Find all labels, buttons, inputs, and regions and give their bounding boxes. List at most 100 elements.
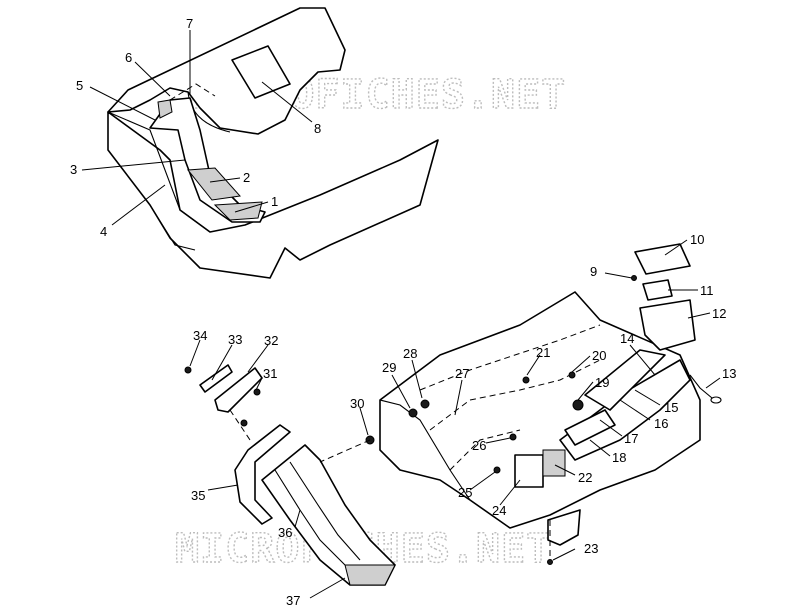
leader-9 bbox=[604, 272, 633, 279]
leader-15 bbox=[634, 389, 661, 406]
housing-12 bbox=[639, 299, 696, 351]
leader-29 bbox=[391, 374, 411, 409]
hinge-plate-22 bbox=[542, 449, 566, 477]
callout-5: 5 bbox=[76, 78, 83, 93]
decal-5 bbox=[157, 99, 173, 119]
pin-23 bbox=[547, 559, 553, 565]
leader-33 bbox=[211, 344, 233, 381]
screw-25 bbox=[493, 466, 501, 474]
leader-16 bbox=[619, 399, 651, 421]
callout-leaders bbox=[81, 30, 721, 599]
callout-10: 10 bbox=[690, 232, 704, 247]
screw-21 bbox=[522, 376, 530, 384]
hood-top-panel bbox=[107, 7, 346, 135]
callout-16: 16 bbox=[654, 416, 668, 431]
screw-34 bbox=[184, 366, 192, 374]
callout-1: 1 bbox=[271, 194, 278, 209]
leader-14 bbox=[629, 344, 656, 376]
callout-8: 8 bbox=[314, 121, 321, 136]
leader-24 bbox=[499, 479, 521, 506]
callout-27: 27 bbox=[455, 366, 469, 381]
bracket-32 bbox=[214, 367, 263, 413]
callout-37: 37 bbox=[286, 593, 300, 607]
rear-body-hidden-lines bbox=[419, 324, 601, 471]
screw-31b bbox=[240, 419, 248, 427]
leader-35 bbox=[207, 484, 239, 491]
callout-11: 11 bbox=[700, 283, 714, 298]
callout-28: 28 bbox=[403, 346, 417, 361]
leader-37 bbox=[309, 577, 346, 599]
screw-20 bbox=[568, 371, 576, 379]
guard-ridge-2 bbox=[289, 461, 361, 561]
callout-19: 19 bbox=[595, 375, 609, 390]
callout-29: 29 bbox=[382, 360, 396, 375]
leader-34 bbox=[189, 339, 201, 367]
callout-25: 25 bbox=[458, 485, 472, 500]
leader-21 bbox=[526, 354, 541, 376]
callout-26: 26 bbox=[472, 438, 486, 453]
fastener-28 bbox=[420, 399, 430, 409]
strip-33 bbox=[199, 364, 233, 393]
leader-20 bbox=[571, 355, 591, 373]
tip-37 bbox=[344, 564, 396, 586]
lens-10 bbox=[634, 243, 691, 275]
leader-2 bbox=[209, 177, 241, 183]
leader-12 bbox=[687, 312, 711, 319]
leader-1 bbox=[234, 201, 269, 213]
bumper-35 bbox=[234, 424, 291, 525]
callout-15: 15 bbox=[664, 400, 678, 415]
callout-2: 2 bbox=[243, 170, 250, 185]
callout-18: 18 bbox=[612, 450, 626, 465]
guard-ridge bbox=[274, 469, 346, 566]
leader-32 bbox=[247, 344, 269, 373]
callout-24: 24 bbox=[492, 503, 506, 518]
leader-26 bbox=[485, 437, 511, 444]
rear-flap bbox=[547, 509, 581, 546]
gasket-11 bbox=[642, 279, 673, 301]
leader-25 bbox=[469, 471, 496, 491]
callout-3: 3 bbox=[70, 162, 77, 177]
fastener-29 bbox=[408, 408, 418, 418]
decal-8 bbox=[231, 45, 291, 99]
callout-14: 14 bbox=[620, 331, 634, 346]
callout-7: 7 bbox=[186, 16, 193, 31]
hood-lower-edge bbox=[149, 204, 196, 251]
leader-22 bbox=[554, 464, 576, 476]
seat-support-17 bbox=[584, 349, 666, 411]
leader-27 bbox=[454, 379, 463, 416]
leader-5 bbox=[89, 86, 156, 121]
leader-28 bbox=[411, 359, 423, 399]
hood-windshield-edge bbox=[187, 91, 231, 133]
callout-33: 33 bbox=[228, 332, 242, 347]
callout-20: 20 bbox=[592, 348, 606, 363]
rear-body-assembly bbox=[365, 291, 722, 565]
clip-19 bbox=[572, 399, 584, 411]
callout-12: 12 bbox=[712, 306, 726, 321]
leader-31 bbox=[255, 377, 263, 391]
callout-9: 9 bbox=[590, 264, 597, 279]
leader-8 bbox=[261, 81, 313, 123]
callout-31: 31 bbox=[263, 366, 277, 381]
screw-31a bbox=[253, 388, 261, 396]
callout-6: 6 bbox=[125, 50, 132, 65]
rear-body bbox=[379, 291, 701, 529]
assembly-dash-lines bbox=[229, 409, 551, 560]
leader-19 bbox=[577, 381, 594, 401]
pad-18 bbox=[564, 409, 616, 446]
leader-13 bbox=[705, 377, 721, 389]
cable-13 bbox=[689, 374, 713, 399]
leader-23 bbox=[552, 548, 576, 561]
cable-13-eye bbox=[710, 396, 722, 404]
leader-3 bbox=[81, 159, 186, 171]
callout-36: 36 bbox=[278, 525, 292, 540]
callout-4: 4 bbox=[100, 224, 107, 239]
screw-26 bbox=[509, 433, 517, 441]
callout-22: 22 bbox=[578, 470, 592, 485]
tail-light-assembly bbox=[631, 243, 696, 351]
leader-30 bbox=[359, 407, 369, 436]
bumper-assembly bbox=[184, 364, 396, 586]
hood-side-edge bbox=[107, 111, 211, 233]
leader-17 bbox=[599, 419, 623, 437]
